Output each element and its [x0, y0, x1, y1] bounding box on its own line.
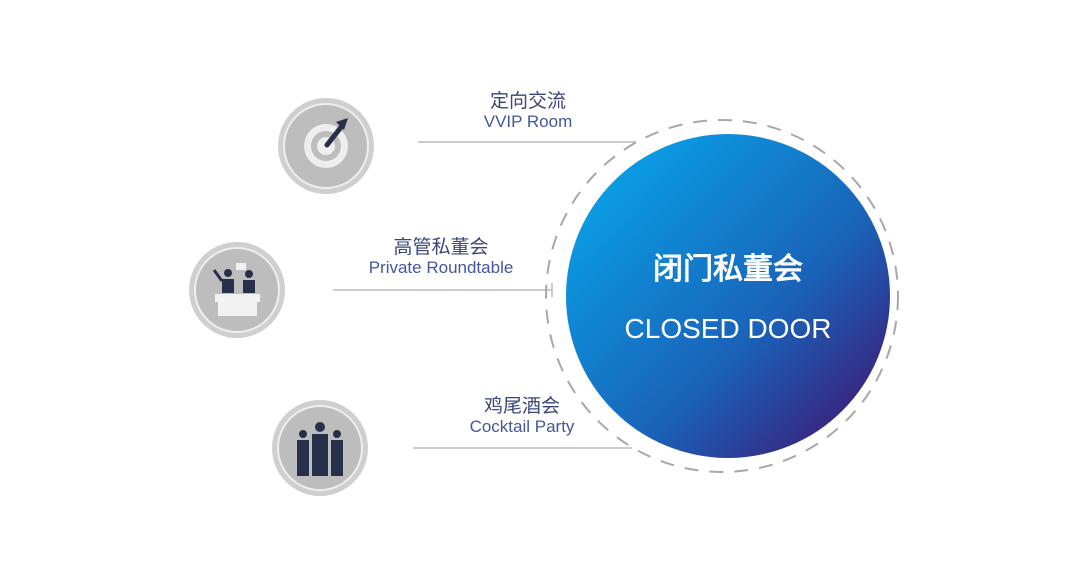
item-title-zh: 定向交流	[489, 90, 566, 112]
roundtable-icon	[189, 242, 285, 338]
item-title-zh: 高管私董会	[393, 236, 489, 258]
target-icon	[278, 98, 374, 194]
item-title-zh: 鸡尾酒会	[483, 395, 560, 417]
main-circle	[566, 134, 890, 458]
people-group-icon	[272, 400, 368, 496]
item-private-roundtable: 高管私董会 Private Roundtable	[311, 236, 571, 278]
item-title-en: Private Roundtable	[368, 258, 514, 277]
dashed-ring	[545, 119, 899, 473]
center-title-zh: 闭门私董会	[653, 252, 803, 287]
item-title-en: VVIP Room	[483, 112, 573, 131]
center-title-en: CLOSED DOOR	[624, 313, 832, 344]
item-vvip-room: 定向交流 VVIP Room	[398, 90, 658, 132]
item-title-en: Cocktail Party	[469, 417, 575, 436]
item-cocktail-party: 鸡尾酒会 Cocktail Party	[392, 395, 652, 437]
